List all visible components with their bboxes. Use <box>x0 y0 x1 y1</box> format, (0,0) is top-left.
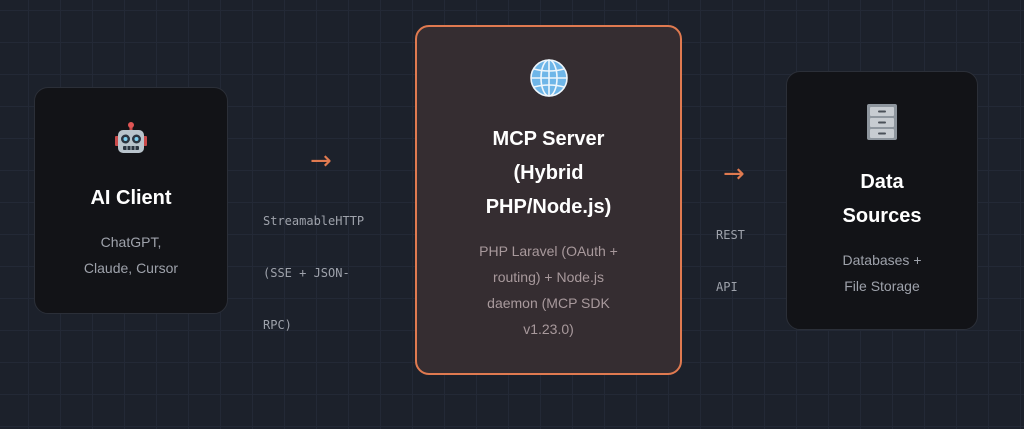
arrow-right-icon: → <box>310 146 332 176</box>
data-sources-title: Data Sources <box>843 165 922 233</box>
connector-label-line: RPC) <box>263 318 292 332</box>
mcp-server-title-line: PHP/Node.js) <box>485 196 612 218</box>
data-sources-desc-line: File Storage <box>844 277 920 294</box>
data-sources-title-line: Sources <box>842 204 922 227</box>
connector-label-line: API <box>716 280 738 294</box>
data-sources-desc-line: Databases + <box>842 251 922 268</box>
mcp-server-desc-line: v1.23.0) <box>523 321 574 337</box>
data-sources-node: Data Sources Databases + File Storage <box>786 71 978 330</box>
mcp-server-node: MCP Server (Hybrid PHP/Node.js) PHP Lara… <box>415 25 682 375</box>
robot-icon <box>113 121 149 157</box>
globe-icon <box>529 58 569 98</box>
mcp-server-desc-line: PHP Laravel (OAuth + <box>479 243 618 259</box>
mcp-server-desc-line: routing) + Node.js <box>493 269 604 285</box>
mcp-server-desc-line: daemon (MCP SDK <box>487 295 610 311</box>
connector-label-streamablehttp: StreamableHTTP (SSE + JSON- RPC) <box>263 182 364 364</box>
arrow-right-icon: → <box>723 159 745 189</box>
connector-label-rest-api: REST API <box>716 196 745 326</box>
file-cabinet-icon <box>865 103 899 141</box>
ai-client-description: ChatGPT, Claude, Cursor <box>84 229 178 281</box>
mcp-server-title: MCP Server (Hybrid PHP/Node.js) <box>486 122 612 224</box>
ai-client-desc-line: ChatGPT, <box>100 233 162 250</box>
connector-label-line: StreamableHTTP <box>263 214 365 228</box>
mcp-server-description: PHP Laravel (OAuth + routing) + Node.js … <box>479 238 618 342</box>
mcp-server-title-line: (Hybrid <box>513 162 584 184</box>
connector-label-line: REST <box>716 228 745 242</box>
ai-client-desc-line: Claude, Cursor <box>83 259 179 276</box>
data-sources-description: Databases + File Storage <box>843 247 922 299</box>
ai-client-title: AI Client <box>90 186 172 209</box>
connector-label-line: (SSE + JSON- <box>263 266 350 280</box>
mcp-server-title-line: MCP Server <box>492 128 605 150</box>
data-sources-title-line: Data <box>860 170 904 193</box>
ai-client-node: AI Client ChatGPT, Claude, Cursor <box>34 87 228 314</box>
